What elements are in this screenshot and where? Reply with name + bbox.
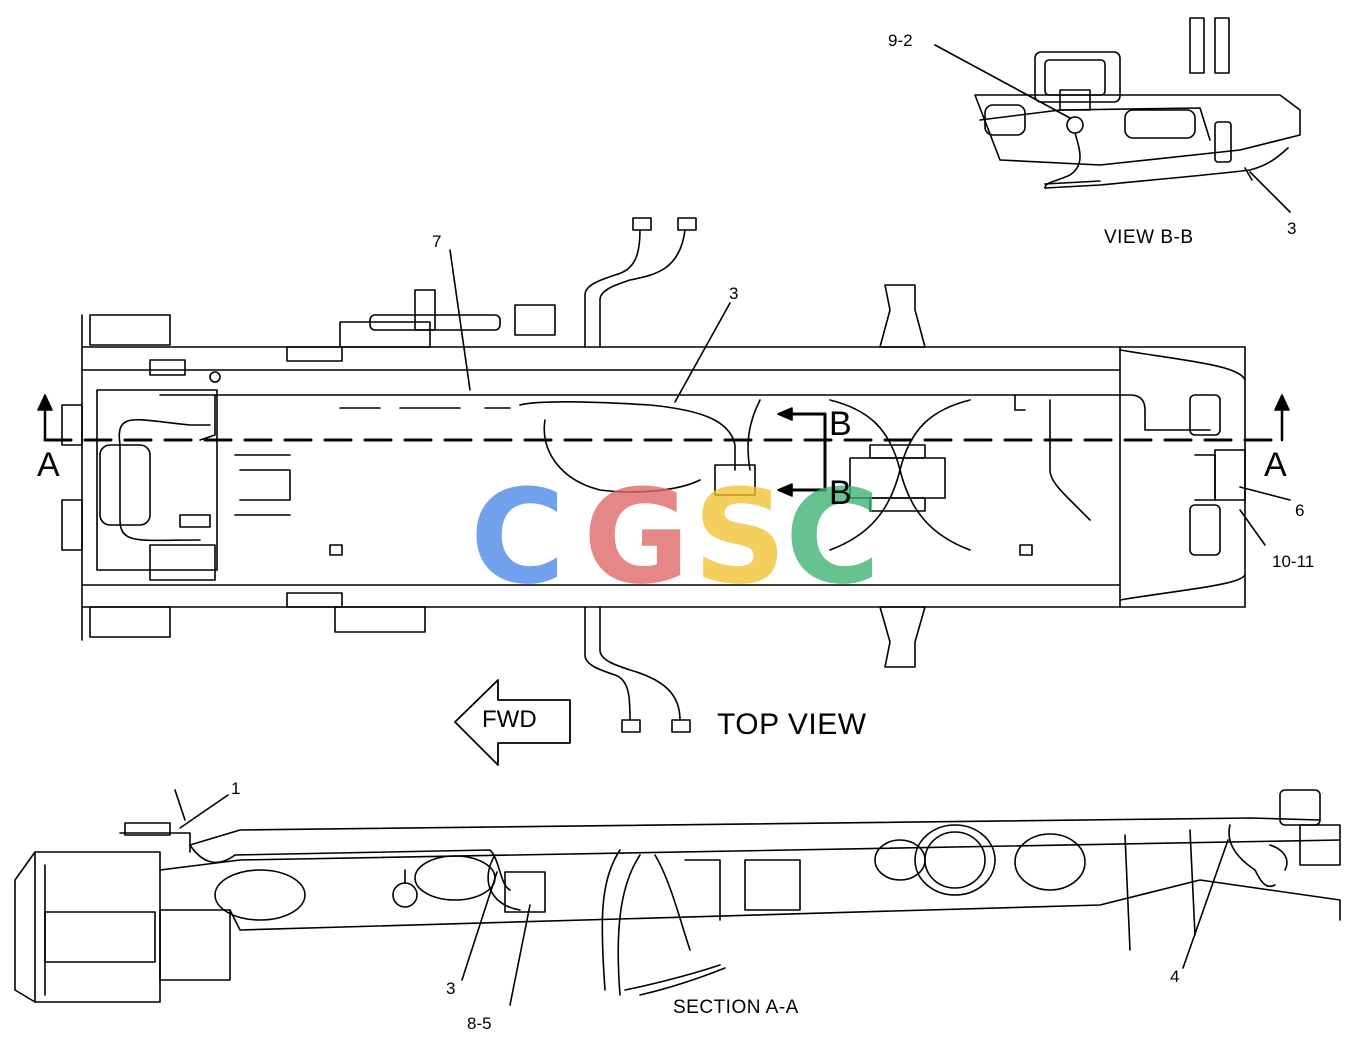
view-bb-title: VIEW B-B [1104,227,1194,248]
callout-section-3: 3 [446,979,456,998]
fwd-label: FWD [482,706,537,733]
callout-section-8-5: 8-5 [467,1014,492,1033]
fwd-arrow [454,679,571,766]
callout-view-bb-9-2: 9-2 [888,31,913,50]
callout-top-10-11: 10-11 [1272,552,1315,571]
callout-view-bb-3: 3 [1287,219,1297,238]
leader-lines [179,44,1291,1006]
callout-section-1: 1 [231,779,241,798]
section-marker-b-upper: B [829,405,852,443]
section-aa-title: SECTION A-A [673,997,799,1018]
callout-section-4: 4 [1170,967,1180,986]
section-marker-b-lower: B [829,474,852,512]
section-marker-a-left: A [37,446,60,484]
watermark-letter-3: S [693,461,787,613]
watermark-letter-2: G [583,461,690,613]
section-marker-a-right: A [1264,446,1287,484]
section-aa-drawing [14,789,1341,1003]
callout-top-6: 6 [1295,501,1305,520]
callout-top-3: 3 [729,284,739,303]
view-bb-drawing [974,17,1301,189]
section-line-bb [788,412,827,492]
watermark-letter-4: C [785,461,881,613]
top-view-title: TOP VIEW [717,708,867,741]
top-view-drawing [61,217,1246,733]
callout-top-7: 7 [432,232,442,251]
watermark-letter-1: C [470,461,566,613]
